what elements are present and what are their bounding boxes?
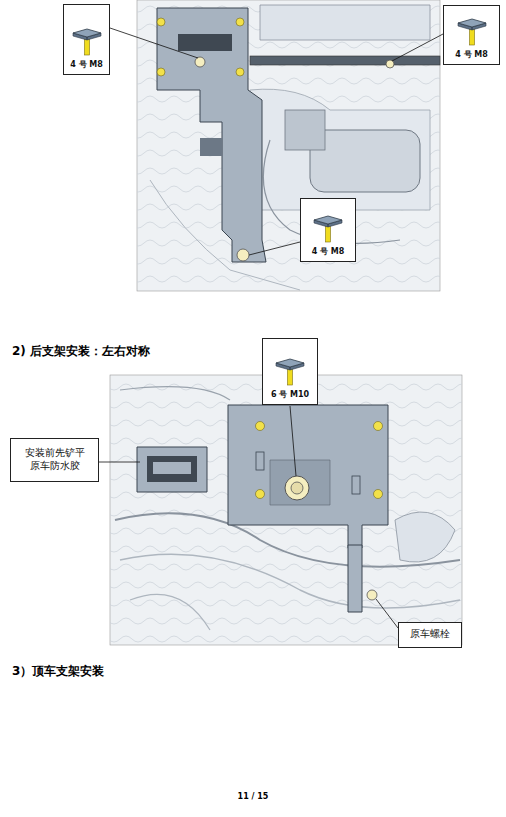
note-box: 安装前先铲平 原车防水胶 <box>10 438 99 482</box>
callout-box: 4 号 M8 <box>443 5 500 65</box>
page-number: 11 / 15 <box>238 792 269 801</box>
bolt-spec: 4 号 M8 <box>455 50 488 60</box>
section-heading: 3）顶车支架安装 <box>12 663 104 680</box>
callout-box: 4 号 M8 <box>300 198 356 262</box>
note-text: 原车螺栓 <box>410 628 450 641</box>
note-text: 安装前先铲平 原车防水胶 <box>22 447 88 472</box>
section-heading: 2) 后支架安装：左右对称 <box>12 343 150 360</box>
bolt-icon <box>70 28 104 56</box>
bolt-icon <box>273 358 307 386</box>
note-box: 原车螺栓 <box>398 622 462 648</box>
bolt-icon <box>311 215 345 243</box>
bolt-spec: 4 号 M8 <box>70 60 103 70</box>
callout-box: 4 号 M8 <box>63 4 110 75</box>
bolt-spec: 6 号 M10 <box>271 390 309 400</box>
callout-box: 6 号 M10 <box>262 338 318 405</box>
rear-view <box>99 375 462 645</box>
bolt-icon <box>455 18 489 46</box>
top-view <box>110 0 443 291</box>
bolt-spec: 4 号 M8 <box>312 247 345 257</box>
